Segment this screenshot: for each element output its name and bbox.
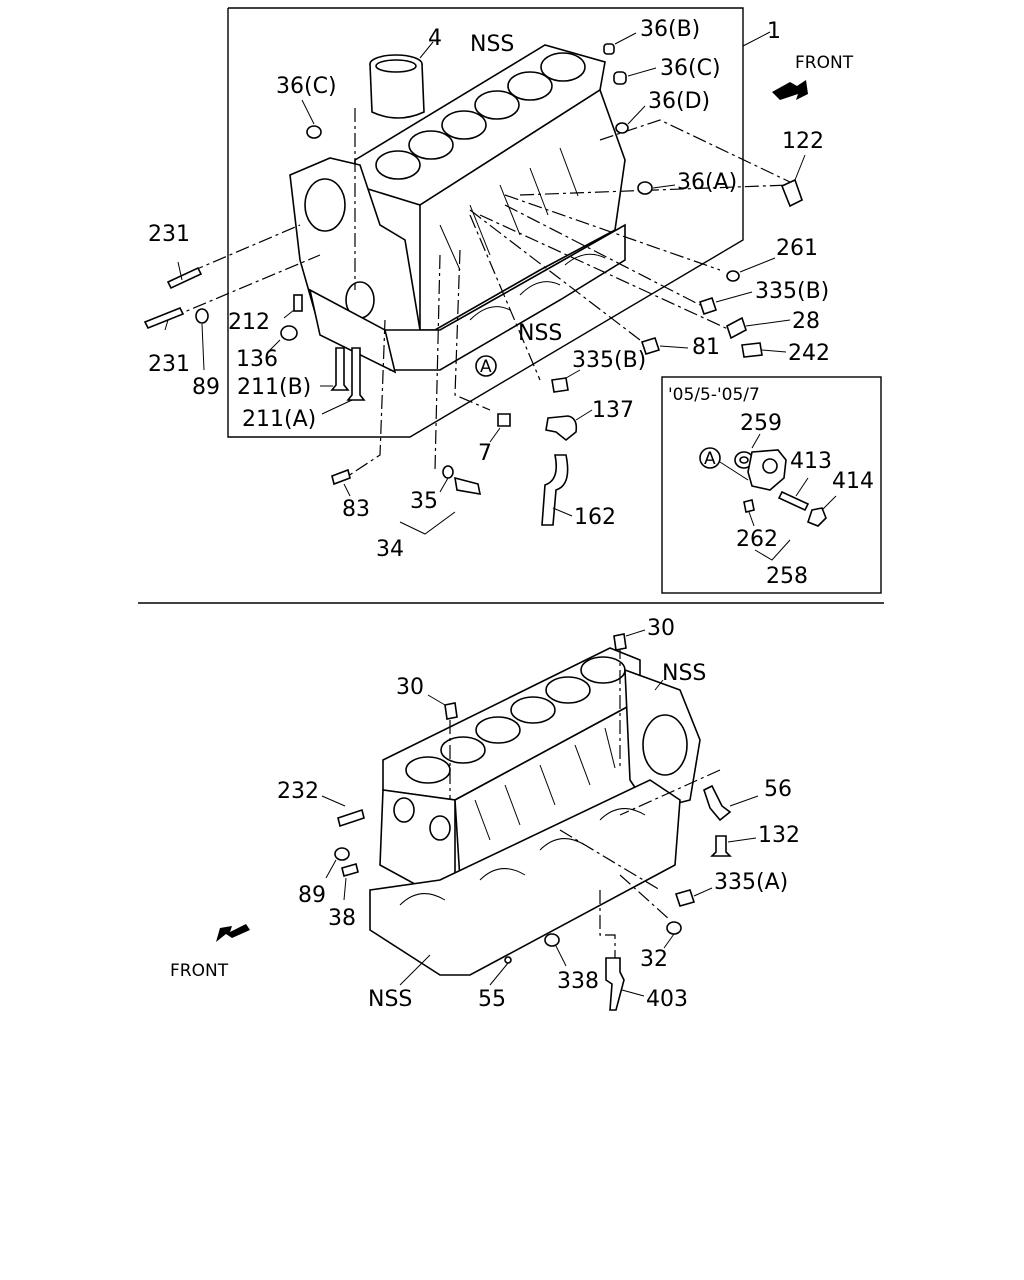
- engine-block-upper: [289, 44, 626, 374]
- circle-reference-a-upper: A: [475, 355, 497, 377]
- upper-boundary-frame: [227, 7, 744, 438]
- callout-36b: 36(B): [640, 17, 700, 42]
- callout-132: 132: [758, 823, 800, 848]
- callout-4: 4: [428, 26, 442, 51]
- callout-7: 7: [478, 441, 492, 466]
- callout-35: 35: [410, 489, 438, 514]
- callout-30-right: 30: [647, 616, 675, 641]
- callout-56: 56: [764, 777, 792, 802]
- inset-detail: '05/5-'05/7 A 259 413 414 262 258: [661, 376, 882, 594]
- callout-30-left: 30: [396, 675, 424, 700]
- callout-81: 81: [692, 335, 720, 360]
- lower-assembly: FRONT 30 30 NSS 232 56 132 89 335(A) 38 …: [170, 616, 800, 1012]
- inset-circle-ref-a: A: [704, 449, 716, 469]
- callout-83: 83: [342, 497, 370, 522]
- callout-122: 122: [782, 129, 824, 154]
- callout-137: 137: [592, 398, 634, 423]
- front-arrow-lower: FRONT: [170, 924, 250, 981]
- callout-36a: 36(A): [677, 170, 737, 195]
- front-arrow-upper: FRONT: [772, 53, 854, 100]
- callout-89-lower: 89: [298, 883, 326, 908]
- callout-55: 55: [478, 987, 506, 1012]
- callout-nss-mid: NSS: [518, 321, 562, 346]
- callout-413: 413: [790, 449, 832, 474]
- callout-211b: 211(B): [237, 375, 311, 400]
- callout-338: 338: [557, 969, 599, 994]
- upper-callouts: 4 NSS 36(B) 1 36(C) 36(C) 36(D) 122 36(A…: [148, 17, 830, 562]
- callout-231-top: 231: [148, 222, 190, 247]
- upper-leader-lines: [169, 108, 791, 479]
- callout-242: 242: [788, 341, 830, 366]
- callout-28: 28: [792, 309, 820, 334]
- callout-211a: 211(A): [242, 407, 316, 432]
- callout-212: 212: [228, 310, 270, 335]
- front-label-upper: FRONT: [795, 53, 854, 73]
- callout-34: 34: [376, 537, 404, 562]
- callout-nss-bottom: NSS: [368, 987, 412, 1012]
- callout-259: 259: [740, 411, 782, 436]
- callout-38: 38: [328, 906, 356, 931]
- callout-nss-top: NSS: [662, 661, 706, 686]
- callout-1: 1: [767, 19, 781, 44]
- front-label-lower: FRONT: [170, 961, 229, 981]
- callout-231-bottom: 231: [148, 352, 190, 377]
- callout-36d: 36(D): [648, 89, 710, 114]
- circle-ref-a-text: A: [480, 357, 492, 377]
- inset-frame: [661, 376, 882, 594]
- engine-block-lower: [369, 647, 701, 976]
- upper-assembly: A FRONT 4 NSS 36(B) 1 36(C) 36(C) 36(D) …: [143, 7, 854, 562]
- callout-36c-right: 36(C): [660, 56, 721, 81]
- upper-small-parts: [143, 32, 806, 535]
- callout-162: 162: [574, 505, 616, 530]
- callout-258: 258: [766, 564, 808, 589]
- lower-leader-lines: [449, 645, 721, 960]
- callout-232: 232: [277, 779, 319, 804]
- callout-32: 32: [640, 947, 668, 972]
- callout-nss: NSS: [470, 32, 514, 57]
- callout-136: 136: [236, 347, 278, 372]
- callout-335b-lower: 335(B): [572, 348, 646, 373]
- callout-403: 403: [646, 987, 688, 1012]
- callout-262: 262: [736, 527, 778, 552]
- lower-small-parts: [321, 629, 759, 1011]
- cylinder-liner-part: [369, 41, 434, 119]
- inset-period-label: '05/5-'05/7: [668, 385, 760, 405]
- callout-335b-upper: 335(B): [755, 279, 829, 304]
- callout-414: 414: [832, 469, 874, 494]
- callout-36c-left: 36(C): [276, 74, 337, 99]
- callout-89: 89: [192, 375, 220, 400]
- lower-callouts: 30 30 NSS 232 56 132 89 335(A) 38 32 NSS…: [277, 616, 800, 1012]
- callout-261: 261: [776, 236, 818, 261]
- callout-335a: 335(A): [714, 870, 788, 895]
